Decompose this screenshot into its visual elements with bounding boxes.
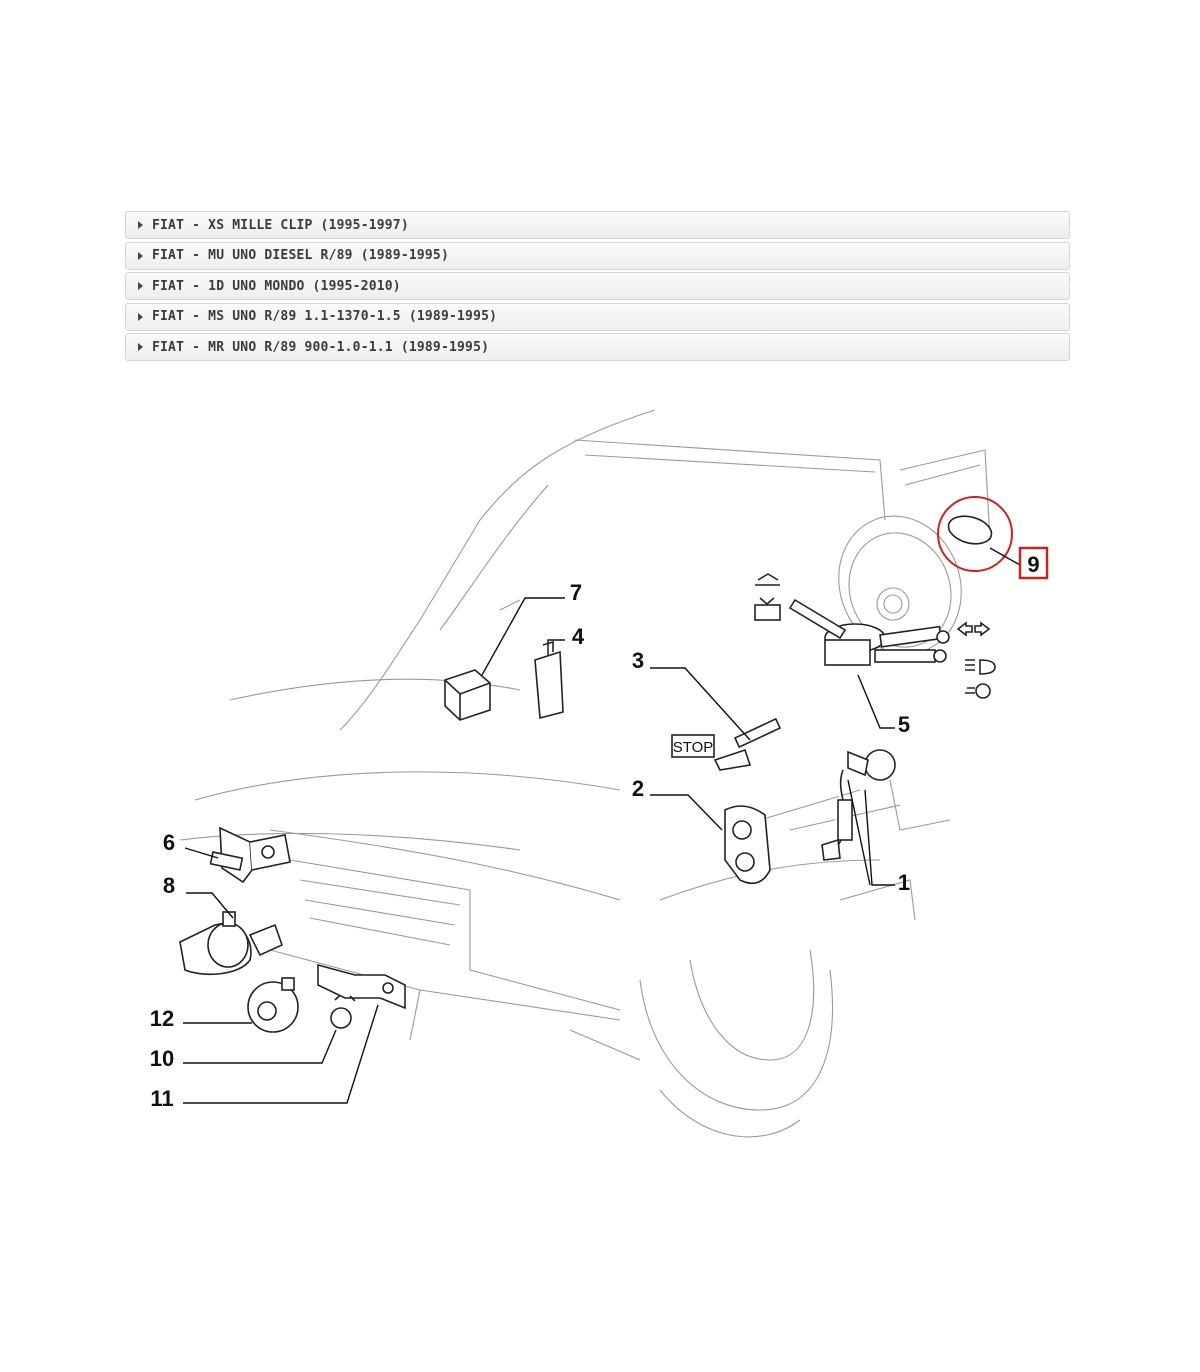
callout-7: 7 [570, 580, 582, 605]
headlight-icon [965, 659, 996, 699]
accordion-item-label: FIAT - MU UNO DIESEL R/89 (1989-1995) [152, 248, 449, 263]
callout-2: 2 [632, 776, 644, 801]
callout-3: 3 [632, 648, 644, 673]
part-3-stop-switch[interactable]: STOP 3 [632, 648, 782, 771]
part-8-horn[interactable]: 8 [163, 873, 283, 976]
part-7-relay[interactable]: 7 [444, 580, 582, 721]
model-accordion: FIAT - XS MILLE CLIP (1995-1997) FIAT - … [125, 211, 1070, 364]
accordion-item-mu-uno-diesel[interactable]: FIAT - MU UNO DIESEL R/89 (1989-1995) [125, 241, 1070, 270]
part-2-grommet[interactable]: 2 [632, 776, 771, 885]
accordion-item-xs-mille-clip[interactable]: FIAT - XS MILLE CLIP (1995-1997) [125, 211, 1070, 239]
turn-signal-arrows-icon [956, 621, 991, 637]
callout-9: 9 [1027, 552, 1039, 577]
highlight-box [1018, 546, 1049, 580]
callout-8: 8 [163, 873, 175, 898]
caret-right-icon [138, 343, 143, 351]
part-5-combination-switch[interactable]: 5 [788, 598, 950, 737]
caret-right-icon [138, 312, 143, 321]
callout-12: 12 [150, 1006, 174, 1031]
part-9-horn-button[interactable]: 9 [937, 496, 1049, 580]
washer-wiper-icon [754, 573, 781, 621]
part-6-mount-bracket[interactable]: 6 [163, 826, 291, 884]
caret-right-icon [138, 221, 143, 229]
part-12-horn-disc[interactable]: 12 [150, 977, 299, 1033]
callout-4: 4 [572, 624, 585, 649]
accordion-item-ms-uno[interactable]: FIAT - MS UNO R/89 1.1-1370-1.5 (1989-19… [125, 302, 1070, 331]
stop-label: STOP [673, 739, 714, 756]
accordion-item-label: FIAT - MR UNO R/89 900-1.0-1.1 (1989-199… [152, 339, 490, 355]
accordion-item-label: FIAT - XS MILLE CLIP (1995-1997) [152, 217, 409, 233]
caret-right-icon [138, 251, 143, 260]
part-11-horn-bracket[interactable]: 11 [150, 963, 406, 1111]
accordion-item-1d-uno-mondo[interactable]: FIAT - 1D UNO MONDO (1995-2010) [125, 272, 1070, 300]
callout-6: 6 [163, 830, 175, 855]
part-1-wiring[interactable]: 1 [821, 749, 910, 895]
callout-11: 11 [150, 1086, 173, 1111]
callout-10: 10 [150, 1046, 174, 1071]
callout-1: 1 [898, 870, 910, 895]
car-outline [179, 409, 991, 1138]
caret-right-icon [138, 282, 143, 290]
accordion-item-label: FIAT - 1D UNO MONDO (1995-2010) [152, 278, 401, 294]
accordion-item-mr-uno[interactable]: FIAT - MR UNO R/89 900-1.0-1.1 (1989-199… [125, 333, 1070, 361]
callout-5: 5 [898, 712, 910, 737]
part-10-nut[interactable]: 10 [150, 1007, 352, 1071]
highlight-circle [937, 496, 1013, 572]
accordion-item-label: FIAT - MS UNO R/89 1.1-1370-1.5 (1989-19… [152, 309, 498, 324]
part-4-bracket[interactable]: 4 [534, 624, 585, 720]
